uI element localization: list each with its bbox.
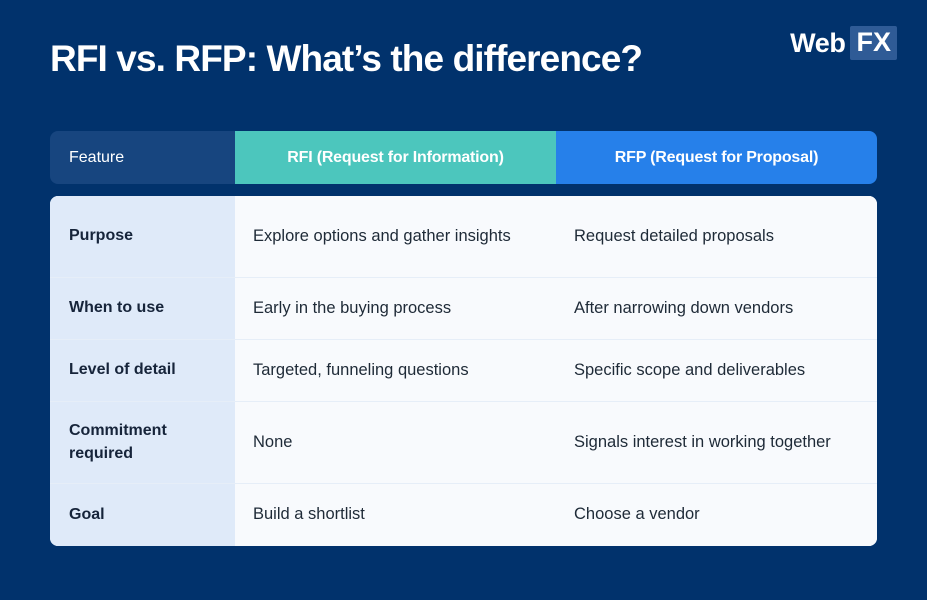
comparison-table: Feature RFI (Request for Information) RF… [50, 131, 877, 546]
row-label: When to use [50, 278, 235, 339]
row-label: Commitment required [50, 402, 235, 483]
table-row: Purpose Explore options and gather insig… [50, 196, 877, 278]
table-row: When to use Early in the buying process … [50, 278, 877, 340]
cell-rfp: Specific scope and deliverables [556, 340, 877, 401]
cell-rfi: Targeted, funneling questions [235, 340, 556, 401]
cell-rfp: Choose a vendor [556, 484, 877, 546]
table-row: Goal Build a shortlist Choose a vendor [50, 484, 877, 546]
table-row: Commitment required None Signals interes… [50, 402, 877, 484]
column-header-feature: Feature [50, 131, 235, 184]
row-label: Goal [50, 484, 235, 546]
table-body: Purpose Explore options and gather insig… [50, 196, 877, 546]
cell-rfi: Build a shortlist [235, 484, 556, 546]
page-title: RFI vs. RFP: What’s the difference? [50, 38, 643, 79]
cell-rfi: None [235, 402, 556, 483]
table-row: Level of detail Targeted, funneling ques… [50, 340, 877, 402]
logo-web-text: Web [790, 27, 846, 58]
logo-fx-badge: FX [850, 26, 897, 60]
cell-rfp: Signals interest in working together [556, 402, 877, 483]
cell-rfp: Request detailed proposals [556, 196, 877, 277]
cell-rfi: Explore options and gather insights [235, 196, 556, 277]
cell-rfi: Early in the buying process [235, 278, 556, 339]
column-header-rfi: RFI (Request for Information) [235, 131, 556, 184]
row-label: Level of detail [50, 340, 235, 401]
column-header-rfp: RFP (Request for Proposal) [556, 131, 877, 184]
webfx-logo: Web FX [790, 26, 897, 60]
table-header-row: Feature RFI (Request for Information) RF… [50, 131, 877, 184]
row-label: Purpose [50, 196, 235, 277]
cell-rfp: After narrowing down vendors [556, 278, 877, 339]
